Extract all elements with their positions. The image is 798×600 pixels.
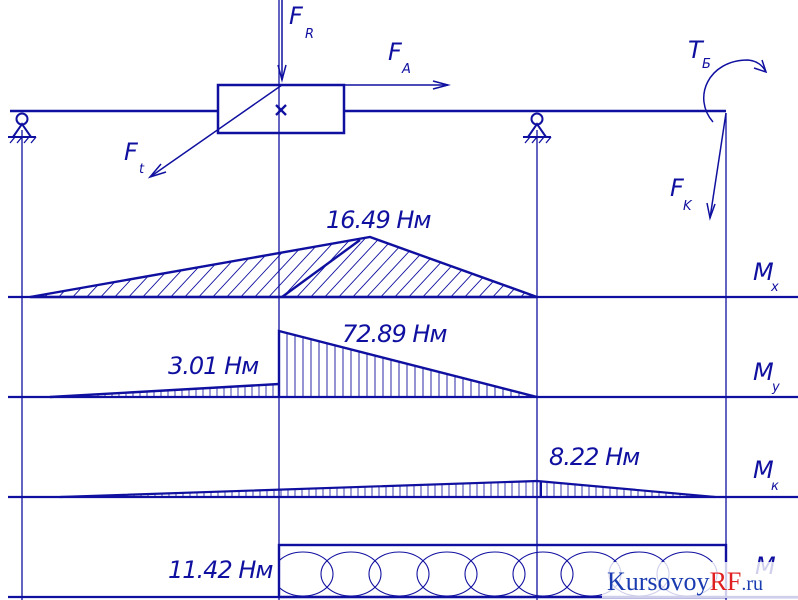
- svg-text:F: F: [670, 174, 685, 202]
- mk-diagram: [59, 479, 716, 499]
- mx-hatch: [30, 237, 537, 297]
- svg-text:T: T: [688, 36, 705, 64]
- svg-text:K: K: [683, 199, 693, 214]
- my-diagram-right: [277, 329, 538, 399]
- svg-text:M: M: [753, 456, 774, 484]
- my-diagram-left: [49, 382, 280, 399]
- right-support-icon: [523, 112, 552, 144]
- svg-text:M: M: [753, 258, 774, 286]
- watermark: KursovoyRF.ru: [607, 567, 763, 596]
- label-ft: F t: [124, 138, 145, 177]
- svg-text:Б: Б: [702, 57, 711, 72]
- label-fr: F R: [289, 2, 314, 42]
- svg-text:F: F: [124, 138, 139, 166]
- torque-arrow-icon: [703, 59, 767, 123]
- svg-text:t: t: [139, 162, 145, 177]
- force-fk-arrow: [709, 112, 727, 219]
- watermark-backdrop: [602, 562, 798, 598]
- left-support-icon: [8, 112, 37, 144]
- mx-diagram: [29, 235, 538, 299]
- mk-value: 8.22 Нм: [549, 443, 640, 471]
- my-value-right: 72.89 Нм: [342, 320, 447, 348]
- gear-center-cross-icon: [275, 104, 287, 116]
- label-fa: F A: [388, 38, 411, 77]
- svg-text:R: R: [305, 27, 314, 42]
- svg-text:F: F: [289, 2, 304, 30]
- my-label: M y: [753, 358, 780, 395]
- svg-text:A: A: [401, 62, 411, 77]
- label-fk: F K: [670, 174, 693, 214]
- svg-text:x: x: [770, 280, 779, 295]
- mx-value: 16.49 Нм: [326, 206, 431, 234]
- label-tb: T Б: [688, 36, 711, 72]
- svg-text:y: y: [771, 380, 780, 395]
- svg-text:к: к: [771, 479, 779, 494]
- svg-text:F: F: [388, 38, 403, 66]
- mk-label: M к: [753, 456, 779, 494]
- my-value-left: 3.01 Нм: [168, 352, 259, 380]
- t-value: 11.42 Нм: [168, 556, 273, 584]
- mx-label: M x: [753, 258, 779, 295]
- svg-text:M: M: [753, 358, 774, 386]
- force-ft-arrow: [149, 84, 283, 178]
